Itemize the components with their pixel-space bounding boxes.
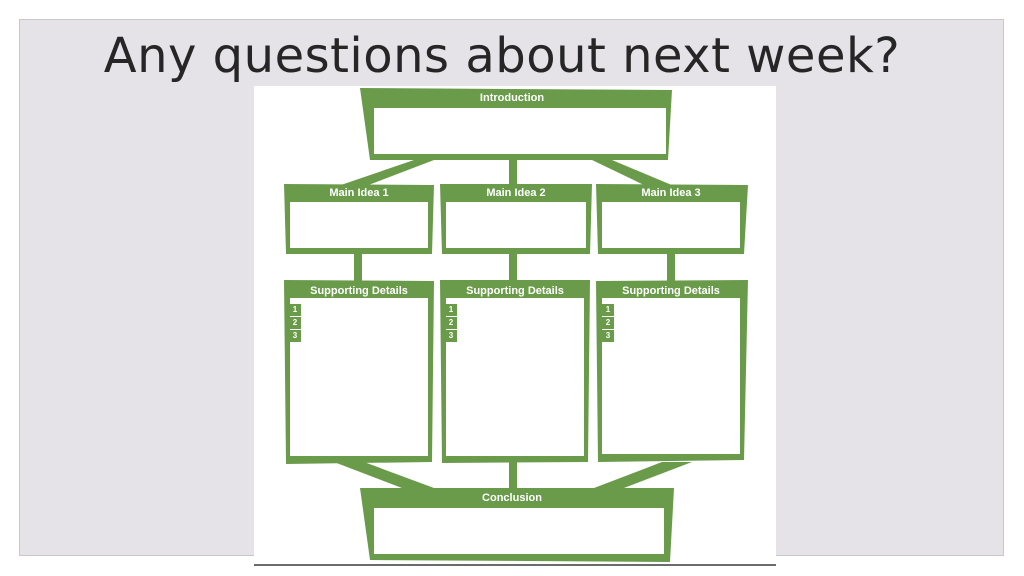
main-idea-3-label: Main Idea 3 xyxy=(641,187,701,199)
detail-number-2: 2 xyxy=(602,317,614,329)
main-idea-1-label: Main Idea 1 xyxy=(329,187,389,199)
connector-details3-to-conclusion xyxy=(594,462,692,488)
connector-idea2-to-details2 xyxy=(509,252,517,282)
supporting-details-3-writing-area xyxy=(602,298,740,454)
connector-intro-to-idea2 xyxy=(509,160,517,186)
detail-number-3: 3 xyxy=(289,330,301,342)
connector-details1-to-conclusion xyxy=(334,462,434,488)
main-idea-3-writing-area xyxy=(602,202,740,248)
main-idea-2-label: Main Idea 2 xyxy=(486,187,546,199)
supporting-details-2-writing-area xyxy=(446,298,584,456)
image-bottom-rule xyxy=(254,564,776,566)
detail-number-1: 1 xyxy=(445,304,457,316)
connector-intro-to-idea3 xyxy=(592,160,674,186)
organizer-shapes xyxy=(284,88,748,562)
detail-number-1: 1 xyxy=(602,304,614,316)
connector-idea3-to-details3 xyxy=(667,252,675,282)
connector-details2-to-conclusion xyxy=(509,462,517,488)
detail-number-1: 1 xyxy=(289,304,301,316)
detail-number-2: 2 xyxy=(289,317,301,329)
supporting-details-2-label: Supporting Details xyxy=(466,285,564,297)
supporting-details-1-writing-area xyxy=(290,298,428,456)
slide-title: Any questions about next week? xyxy=(103,28,901,84)
detail-number-2: 2 xyxy=(445,317,457,329)
conclusion-writing-area xyxy=(374,508,664,554)
supporting-details-1-label: Supporting Details xyxy=(310,285,408,297)
connector-idea1-to-details1 xyxy=(354,252,362,282)
introduction-label: Introduction xyxy=(479,92,545,104)
connector-intro-to-idea1 xyxy=(338,160,434,186)
supporting-details-3-label: Supporting Details xyxy=(622,285,720,297)
main-idea-2-writing-area xyxy=(446,202,586,248)
essay-organizer-diagram: Introduction Main Idea 1 Main Idea 2 Mai… xyxy=(254,86,776,564)
detail-number-3: 3 xyxy=(602,330,614,342)
detail-number-3: 3 xyxy=(445,330,457,342)
introduction-writing-area xyxy=(374,108,666,154)
main-idea-1-writing-area xyxy=(290,202,428,248)
conclusion-label: Conclusion xyxy=(482,492,542,504)
